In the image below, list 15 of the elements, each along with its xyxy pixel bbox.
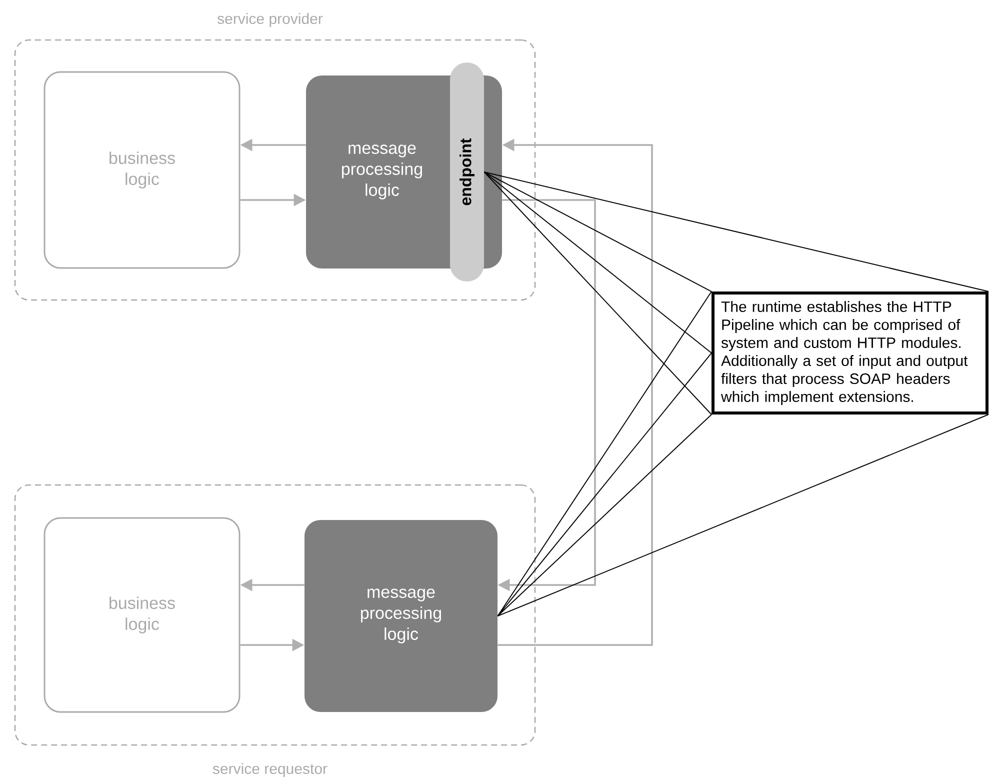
component-box: business logic [44, 71, 240, 269]
leader-line [484, 172, 712, 415]
leader-line [484, 172, 989, 292]
node-label: service requestor [212, 763, 328, 777]
component-box: business logic [44, 517, 240, 713]
leader-line [497, 352, 712, 616]
node-label: service provider [217, 13, 323, 27]
processing-box: message processing logic [304, 520, 498, 712]
leader-line [497, 414, 989, 616]
leader-line [484, 172, 712, 292]
leader-line [497, 291, 712, 616]
note-box: The runtime establishes the HTTP Pipeline which can be comprised of system and custom HTTP modules. Additionally a set of input and output filters that process SOAP headers which implement extensions. [712, 292, 988, 414]
leader-line [497, 414, 712, 616]
leader-line [484, 172, 712, 354]
endpoint-bar: endpoint [450, 62, 484, 282]
